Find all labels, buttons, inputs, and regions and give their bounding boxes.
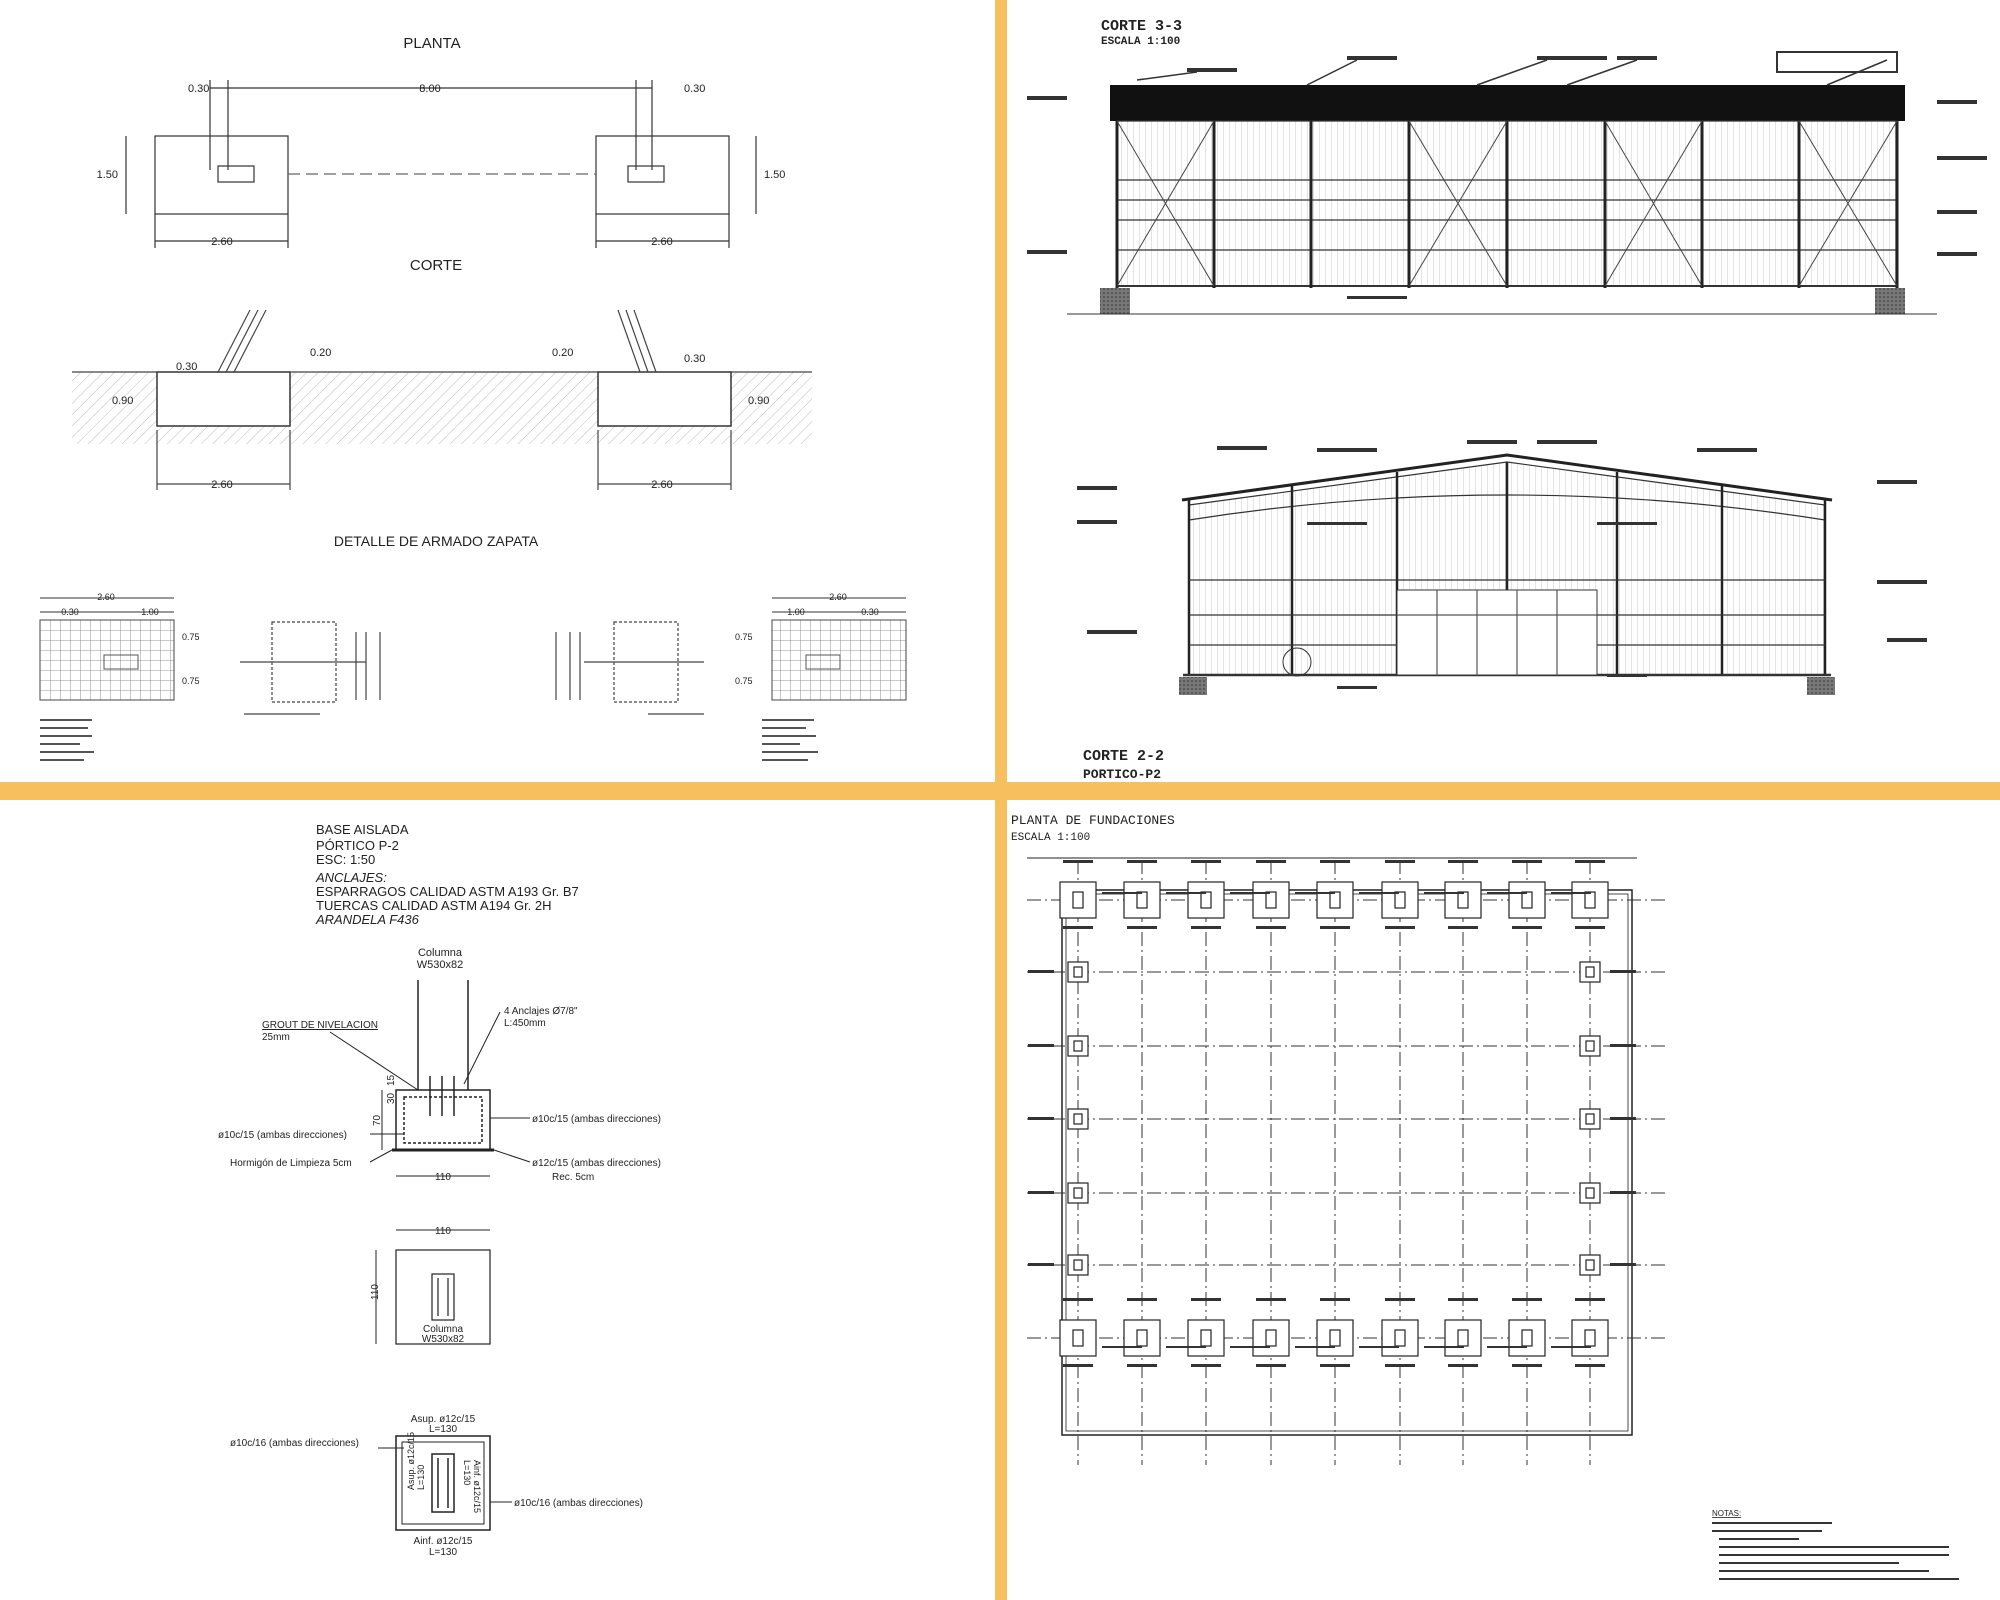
grout-label: GROUT DE NIVELACION: [262, 1020, 378, 1031]
legend-lines-right: [762, 719, 818, 761]
footing-left-plan: [154, 135, 289, 215]
legend-lines-left: [40, 719, 94, 761]
elevation-3-3: [1027, 51, 1987, 315]
mesh-right-dim-edge: 0.30: [861, 607, 879, 617]
top-rebar: Asup. ø12c/15: [411, 1414, 476, 1425]
section-dim-70: 70: [372, 1114, 383, 1126]
top-rebar-len: L=130: [429, 1424, 458, 1435]
section-dim-edge-left: 0.30: [176, 361, 197, 373]
isolated-base-detail-panel: BASE AISLADA PÓRTICO P-2 ESC: 1:50 ANCLA…: [0, 800, 995, 1600]
building-sections-svg: CORTE 3-3 ESCALA 1:100: [1027, 18, 1987, 782]
plan-rebar-left: ø10c/16 (ambas direcciones): [230, 1438, 359, 1449]
base-title: BASE AISLADA: [316, 822, 409, 837]
rebar-left: ø10c/15 (ambas direcciones): [218, 1130, 347, 1141]
section-dim-width-left: 2.60: [211, 479, 232, 491]
footing-left-section: [156, 371, 291, 427]
section-dim-30: 30: [386, 1092, 397, 1104]
dim-edge-left: 0.30: [188, 83, 209, 95]
section-3-scale: ESCALA 1:100: [1101, 36, 1180, 48]
inner-right-len: L=130: [462, 1460, 472, 1485]
section-dim-15: 15: [386, 1074, 397, 1086]
detail-title: DETALLE DE ARMADO ZAPATA: [334, 533, 539, 549]
mesh-left-dim-075b: 0.75: [182, 676, 200, 686]
mesh-right-dim-075b: 0.75: [735, 676, 753, 686]
column-label-plan: Columna: [423, 1324, 463, 1335]
plan-dim-110-side: 110: [370, 1284, 381, 1300]
section-title: CORTE: [410, 257, 462, 274]
notes-heading: NOTAS:: [1712, 1509, 1741, 1518]
mesh-right-dim-width: 2.60: [829, 592, 847, 602]
section-dim-020-right: 0.20: [552, 347, 573, 359]
lean-concrete: Hormigón de Limpieza 5cm: [230, 1158, 352, 1169]
bottom-rebar-len: L=130: [429, 1547, 458, 1558]
footing-drawing-svg: PLANTA: [39, 35, 907, 761]
plan-title: PLANTA: [403, 35, 460, 52]
plan-dim-110-top: 110: [435, 1226, 451, 1237]
plan-rebar-right: ø10c/16 (ambas direcciones): [514, 1498, 643, 1509]
footing-right-plan: [595, 135, 730, 215]
building-sections-panel: CORTE 3-3 ESCALA 1:100: [1007, 0, 2000, 782]
anchor-line-3: ARANDELA F436: [315, 912, 420, 927]
bottom-rebar: Ainf. ø12c/15: [414, 1536, 473, 1547]
section-dim-020-left: 0.20: [310, 347, 331, 359]
column-size-top: W530x82: [417, 959, 463, 971]
mesh-right-dim-100: 1.00: [787, 607, 805, 617]
anchor-line-1: ESPARRAGOS CALIDAD ASTM A193 Gr. B7: [316, 884, 579, 899]
foundation-title: PLANTA DE FUNDACIONES: [1011, 813, 1175, 828]
portico-2-2: [1077, 430, 1927, 695]
grout-size: 25mm: [262, 1032, 290, 1043]
anchors-heading: ANCLAJES:: [315, 870, 387, 885]
foundation-plan-svg: PLANTA DE FUNDACIONES ESCALA 1:100 NOTAS…: [1011, 813, 1959, 1580]
foundation-scale: ESCALA 1:100: [1011, 832, 1090, 844]
section-dim-width-right: 2.60: [651, 479, 672, 491]
rebar-mesh-left: 2.60 0.30 1.00 0.75 0.75: [39, 592, 200, 701]
column-label-top: Columna: [418, 947, 463, 959]
base-plan: 110 110 Columna W530x82: [370, 1226, 491, 1345]
separator-vertical: [995, 0, 1007, 1600]
anchor-length: L:450mm: [504, 1018, 546, 1029]
dim-height-right: 1.50: [764, 169, 785, 181]
section-dim-090-left: 0.90: [112, 395, 133, 407]
inner-left: Asup. ø12c/15: [406, 1432, 416, 1490]
inner-left-len: L=130: [416, 1465, 426, 1490]
rebar-right-top: ø10c/15 (ambas direcciones): [532, 1114, 661, 1125]
section-2-title: CORTE 2-2: [1083, 748, 1164, 765]
mesh-right-dim-075a: 0.75: [735, 632, 753, 642]
rebar-mesh-right: 2.60 1.00 0.30 0.75 0.75: [735, 592, 907, 701]
section-dim-110: 110: [435, 1172, 451, 1183]
dim-span: 8.00: [419, 83, 440, 95]
anchor-line-2: TUERCAS CALIDAD ASTM A194 Gr. 2H: [316, 898, 552, 913]
dim-width-right: 2.60: [651, 236, 672, 248]
mesh-left-dim-width: 2.60: [97, 592, 115, 602]
footing-right-section: [597, 371, 732, 427]
foundation-plan-panel: PLANTA DE FUNDACIONES ESCALA 1:100 NOTAS…: [1007, 800, 2000, 1600]
inner-right: Ainf. ø12c/15: [472, 1460, 482, 1513]
mesh-left-dim-075a: 0.75: [182, 632, 200, 642]
rebar-right-bottom: ø12c/15 (ambas direcciones): [532, 1158, 661, 1169]
rebar-plan: Asup. ø12c/15 L=130 Asup. ø12c/15 L=130 …: [230, 1414, 643, 1558]
dim-width-left: 2.60: [211, 236, 232, 248]
section-dim-edge-right: 0.30: [684, 353, 705, 365]
base-subtitle: PÓRTICO P-2: [316, 838, 399, 853]
mesh-left-dim-100: 1.00: [141, 607, 159, 617]
dim-height-left: 1.50: [97, 169, 118, 181]
notes-lines: [1712, 1522, 1959, 1580]
mesh-left-dim-edge: 0.30: [61, 607, 79, 617]
rebar-sections: [240, 621, 704, 715]
section-2-subtitle: PORTICO-P2: [1083, 767, 1161, 782]
section-dim-090-right: 0.90: [748, 395, 769, 407]
base-section: Columna W530x82: [218, 947, 661, 1183]
cover-note: Rec. 5cm: [552, 1172, 594, 1183]
anchor-note: 4 Anclajes Ø7/8": [504, 1006, 578, 1017]
isolated-base-svg: BASE AISLADA PÓRTICO P-2 ESC: 1:50 ANCLA…: [218, 822, 661, 1558]
base-scale: ESC: 1:50: [316, 852, 375, 867]
section-3-title: CORTE 3-3: [1101, 18, 1182, 35]
dim-edge-right: 0.30: [684, 83, 705, 95]
footing-plan-section-panel: PLANTA: [0, 0, 995, 782]
separator-horizontal: [0, 782, 2000, 800]
column-size-plan: W530x82: [422, 1334, 465, 1345]
